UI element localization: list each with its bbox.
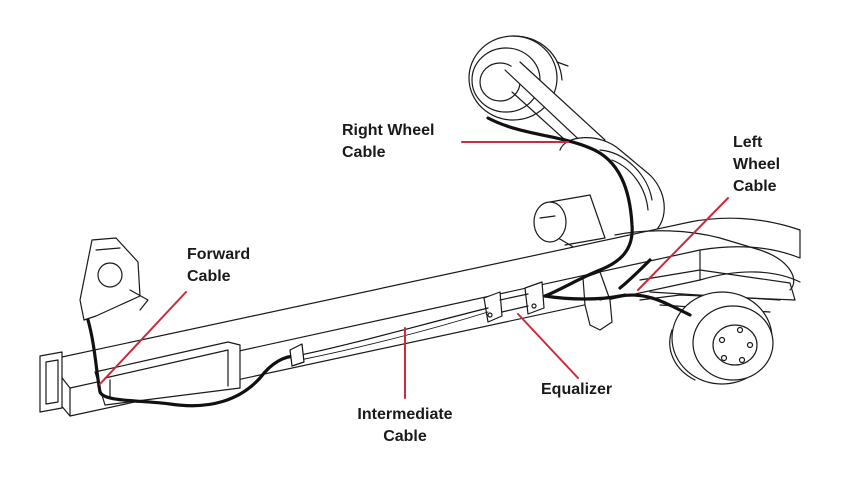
left-wheel-cable-label: Left Wheel Cable (733, 132, 780, 198)
equalizer-leader (517, 313, 579, 379)
forward-bracket (79, 237, 149, 321)
forward-leader (99, 291, 187, 385)
leader-lines (99, 141, 729, 399)
forward-cable-path (86, 318, 298, 408)
equalizer-label-line1: Equalizer (541, 381, 613, 398)
left-cable-bracket (582, 271, 626, 331)
frame-rail (39, 217, 801, 417)
left-wheel-cable-path (543, 293, 692, 317)
intermediate-label-line2: Cable (383, 428, 427, 445)
left-wheel-label-line1: Left (733, 134, 763, 151)
forward-label-line1: Forward (187, 246, 251, 263)
left-wheel-drum (669, 291, 774, 385)
left-wheel-label-line2: Wheel (733, 156, 781, 173)
rear-axle-housing (504, 61, 665, 255)
equalizer-label: Equalizer (541, 379, 612, 401)
left-wheel-label-line3: Cable (733, 178, 777, 195)
forward-cable-label: Forward Cable (187, 244, 250, 288)
intermediate-cable-path (295, 307, 489, 357)
intermediate-label-line1: Intermediate (357, 406, 453, 423)
equalizer-bracket (483, 281, 545, 323)
left-wheel-leader (637, 197, 729, 291)
right-wheel-cable-path (486, 116, 634, 298)
right-wheel-cable-label: Right Wheel Cable (342, 120, 434, 164)
right-wheel-label-line1: Right Wheel (342, 122, 435, 139)
brake-cables (86, 116, 692, 408)
right-wheel-label-line2: Cable (342, 144, 386, 161)
intermediate-cable-label: Intermediate Cable (345, 404, 465, 448)
forward-label-line2: Cable (187, 268, 231, 285)
